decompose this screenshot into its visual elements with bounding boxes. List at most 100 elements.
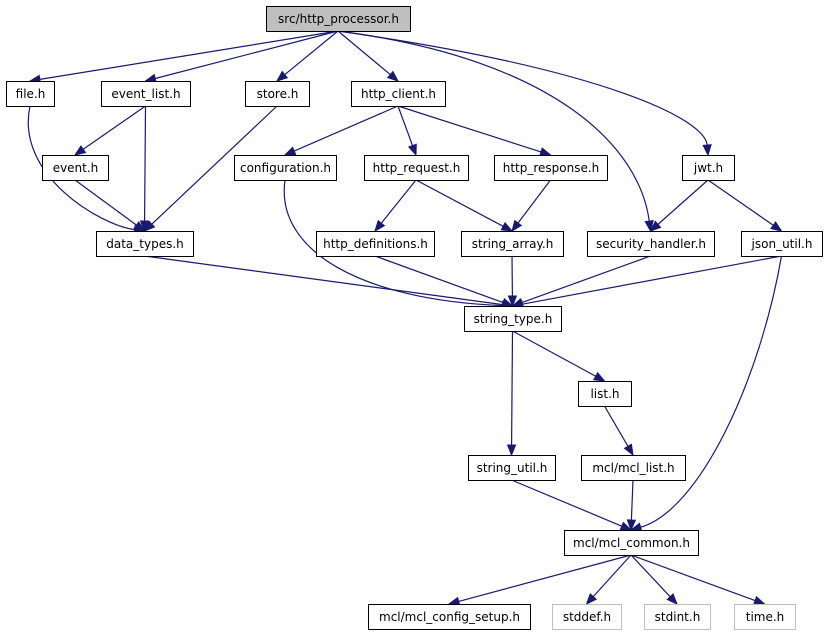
node-http-processor[interactable]: src/http_processor.h [266, 6, 411, 32]
node-http-definitions[interactable]: http_definitions.h [316, 231, 435, 257]
node-label: string_type.h [474, 312, 553, 326]
node-box [96, 231, 194, 257]
node-http-response[interactable]: http_response.h [494, 155, 608, 181]
edge-mcl_list-to-mcl_common [630, 479, 634, 521]
node-mcl-common[interactable]: mcl/mcl_common.h [564, 530, 699, 556]
dependency-edges [27, 30, 783, 606]
node-box [42, 155, 109, 181]
node-box [316, 231, 435, 257]
node-file[interactable]: file.h [6, 81, 55, 107]
node-json-util[interactable]: json_util.h [741, 231, 823, 257]
node-box [101, 81, 191, 107]
node-http-request[interactable]: http_request.h [364, 155, 469, 181]
node-box [552, 604, 622, 630]
arrowhead-http_client-to-http_response [539, 147, 552, 157]
node-stdint: stdint.h [644, 604, 711, 630]
node-mcl-config-setup[interactable]: mcl/mcl_config_setup.h [368, 604, 531, 630]
node-label: src/http_processor.h [278, 12, 399, 26]
arrowhead-jwt-to-json_util [770, 221, 783, 232]
arrowhead-mcl_common-to-time [753, 595, 766, 605]
node-box [464, 306, 562, 332]
node-configuration[interactable]: configuration.h [234, 155, 337, 181]
node-label: data_types.h [106, 237, 184, 251]
node-store[interactable]: store.h [245, 81, 310, 107]
node-time: time.h [734, 604, 796, 630]
edge-list-to-mcl_list [603, 405, 629, 447]
edge-http_request-to-string_array [415, 179, 504, 227]
node-box [351, 81, 446, 107]
node-data-types[interactable]: data_types.h [96, 231, 194, 257]
node-box [468, 455, 556, 481]
edge-json_util-to-mcl_common [640, 255, 783, 528]
node-label: http_response.h [503, 161, 600, 175]
edge-event_list-to-data_types [143, 105, 147, 222]
node-jwt[interactable]: jwt.h [682, 155, 735, 181]
edge-http_processor-to-event_list [155, 30, 339, 80]
node-list[interactable]: list.h [578, 381, 632, 407]
node-label: http_definitions.h [323, 237, 428, 251]
node-stddef: stddef.h [552, 604, 622, 630]
node-box [578, 381, 632, 407]
node-label: configuration.h [240, 161, 331, 175]
edge-string_type-to-string_util [510, 330, 514, 446]
edge-string_util-to-mcl_common [511, 479, 623, 527]
arrowhead-http_client-to-configuration [283, 146, 297, 156]
node-event[interactable]: event.h [42, 155, 109, 181]
node-label: http_client.h [361, 87, 436, 101]
node-box [245, 81, 310, 107]
node-label: string_util.h [477, 461, 548, 475]
node-label: list.h [590, 387, 619, 401]
arrowhead-list-to-mcl_list [623, 443, 634, 457]
edge-mcl_common-to-stddef [592, 554, 632, 598]
arrowhead-string_array-to-string_type [507, 295, 518, 308]
arrowhead-jwt-to-security_handler [649, 220, 662, 232]
node-security-handler[interactable]: security_handler.h [587, 231, 715, 257]
node-label: file.h [16, 87, 46, 101]
edge-event_list-to-event [82, 105, 146, 150]
edge-http_client-to-http_request [397, 105, 414, 146]
node-label: jwt.h [693, 161, 723, 175]
node-label: event.h [53, 161, 99, 175]
edge-http_request-to-http_definitions [380, 179, 417, 224]
arrowhead-mcl_common-to-stddef [585, 593, 598, 605]
edge-http_client-to-configuration [293, 105, 399, 152]
node-box [682, 155, 735, 181]
edge-http_response-to-string_array [517, 179, 551, 224]
edge-mcl_common-to-time [630, 554, 756, 602]
arrowhead-http_processor-to-jwt [702, 144, 712, 157]
arrowhead-string_util-to-mcl_common [619, 521, 633, 531]
node-string-type[interactable]: string_type.h [464, 306, 562, 332]
edge-jwt-to-json_util [707, 179, 774, 226]
node-box [234, 155, 337, 181]
edge-configuration-to-string_type [283, 179, 503, 307]
node-label: string_array.h [472, 237, 554, 251]
edge-event-to-data_types [74, 179, 137, 226]
edge-http_processor-to-store [284, 30, 339, 76]
node-event-list[interactable]: event_list.h [101, 81, 191, 107]
node-box [461, 231, 564, 257]
node-mcl-list[interactable]: mcl/mcl_list.h [581, 455, 686, 481]
arrowhead-http_client-to-http_request [407, 143, 417, 157]
node-string-util[interactable]: string_util.h [468, 455, 556, 481]
arrowhead-http_processor-to-http_client [386, 70, 400, 82]
node-string-array[interactable]: string_array.h [461, 231, 564, 257]
node-label: http_request.h [373, 161, 461, 175]
edge-mcl_common-to-stdint [630, 554, 671, 598]
node-box [644, 604, 711, 630]
edge-mcl_common-to-mcl_config_setup [458, 554, 632, 602]
node-http-client[interactable]: http_client.h [351, 81, 446, 107]
node-box [734, 604, 796, 630]
edge-string_type-to-list [512, 330, 597, 377]
edge-http_definitions-to-string_type [374, 255, 504, 304]
arrowhead-string_type-to-list [593, 371, 606, 382]
node-label: event_list.h [111, 87, 180, 101]
arrowhead-http_processor-to-store [275, 70, 289, 82]
node-label: stdint.h [655, 610, 701, 624]
arrowhead-mcl_common-to-stdint [666, 593, 678, 605]
edge-json_util-to-string_type [522, 255, 782, 305]
node-label: security_handler.h [596, 237, 706, 251]
node-box [266, 6, 411, 32]
arrowhead-http_request-to-http_definitions [374, 219, 386, 233]
edge-http_processor-to-file [39, 30, 339, 80]
